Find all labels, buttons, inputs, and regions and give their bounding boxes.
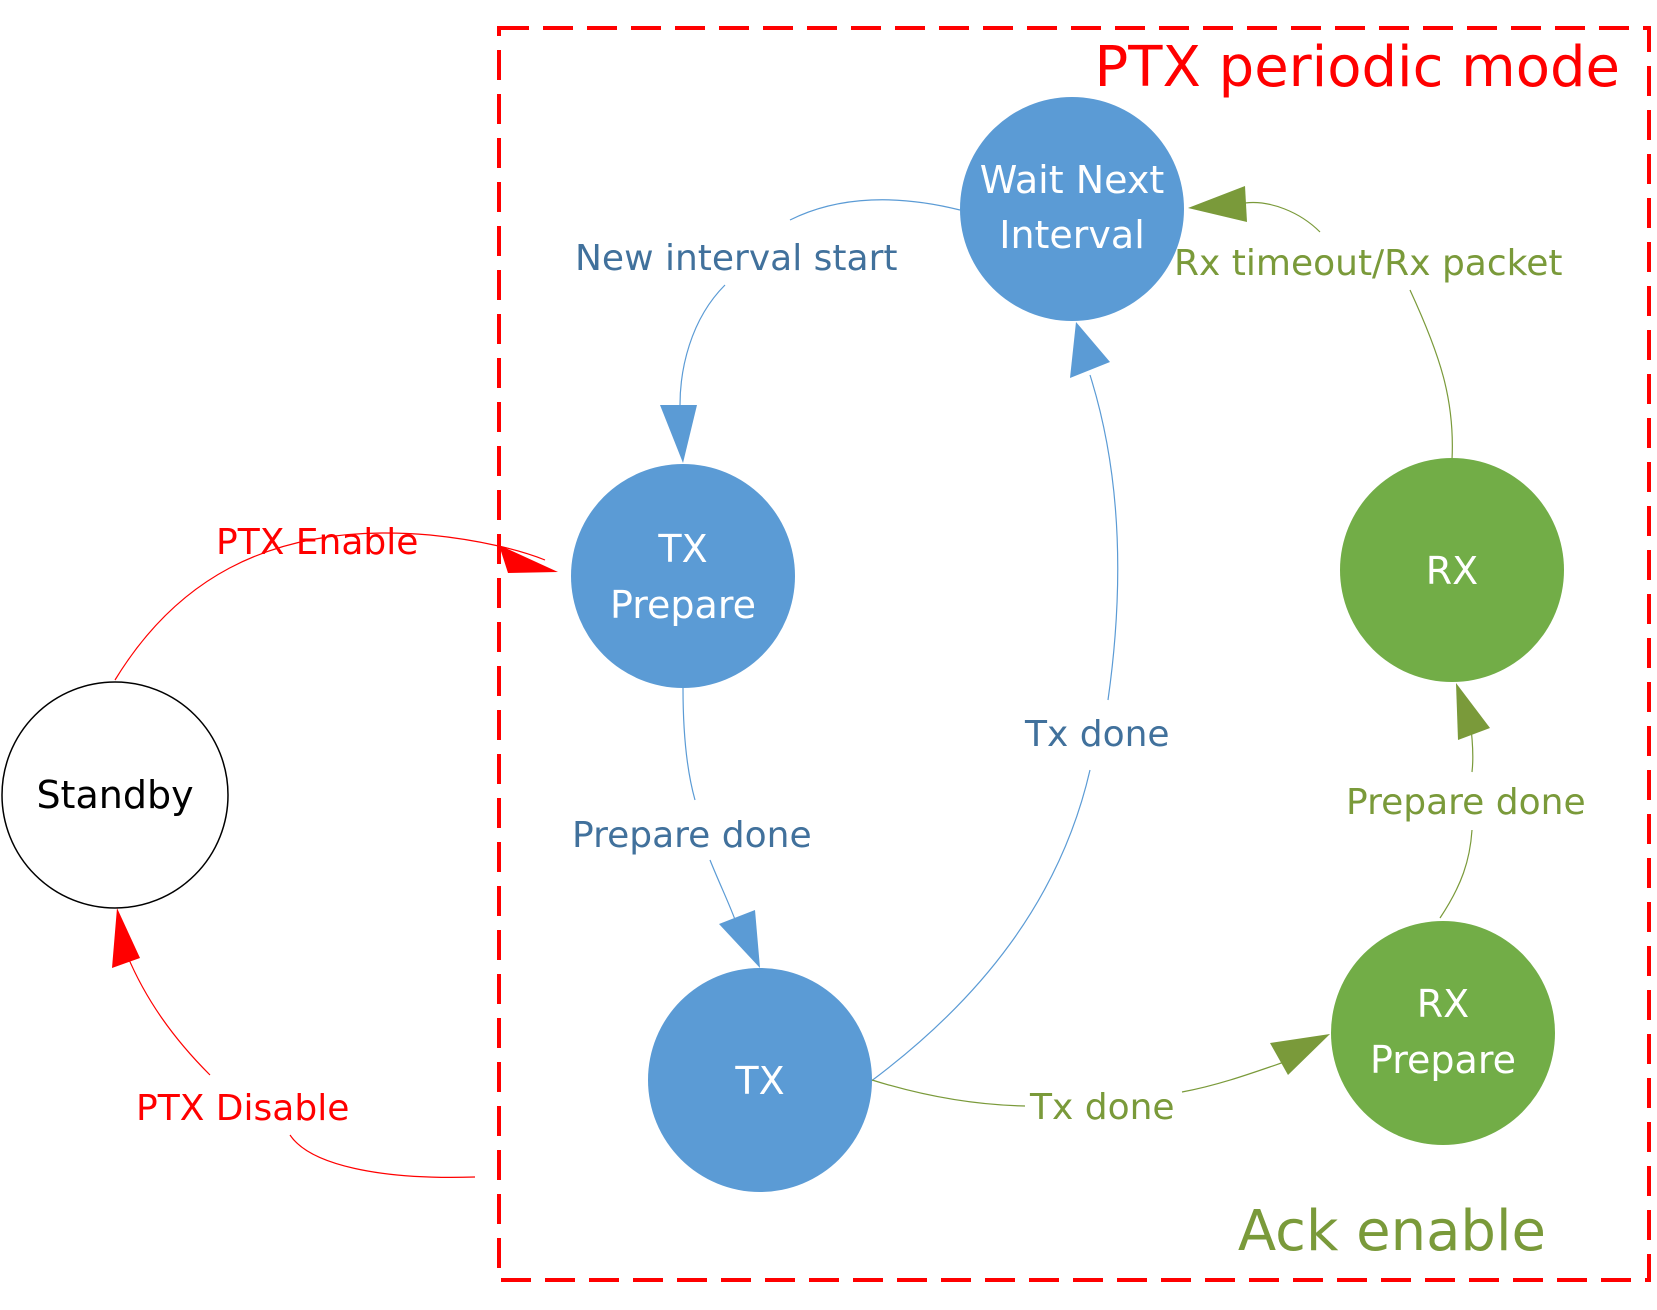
edge-prepare-done-rx: Prepare done: [1346, 683, 1586, 919]
arrow-head: [499, 545, 558, 573]
node-label-line2: Prepare: [610, 583, 756, 627]
node-label: TX: [734, 1059, 784, 1103]
node-label-line1: Wait Next: [980, 158, 1165, 202]
node-wait-next-interval[interactable]: Wait Next Interval: [960, 97, 1184, 321]
node-tx[interactable]: TX: [648, 968, 872, 1192]
edge-rx-timeout: Rx timeout/Rx packet: [1174, 186, 1562, 461]
edge-label-tx-done-rx: Tx done: [1029, 1087, 1175, 1128]
edge-ptx-enable: PTX Enable: [114, 522, 558, 681]
edge-prepare-done-tx: Prepare done: [572, 687, 812, 968]
arrow-head: [1070, 322, 1110, 378]
edge-new-interval-start: New interval start: [575, 199, 961, 463]
edge-ptx-disable: PTX Disable: [112, 908, 476, 1178]
arrow-head: [719, 910, 760, 968]
edge-label-prepare-done-tx: Prepare done: [572, 815, 812, 856]
edge-tx-done-rx: Tx done: [871, 1034, 1330, 1128]
edge-label-ptx-enable: PTX Enable: [216, 522, 418, 563]
ptx-periodic-mode-frame: [497, 26, 1651, 1282]
node-label-line2: Interval: [999, 213, 1145, 257]
arrow-head: [112, 908, 140, 968]
edge-tx-done-wait: Tx done: [869, 322, 1170, 1083]
arrow-head: [1188, 186, 1247, 222]
arrow-head: [1456, 683, 1490, 740]
node-label: RX: [1426, 549, 1478, 593]
node-label-line2: Prepare: [1370, 1038, 1516, 1082]
edge-label-ptx-disable: PTX Disable: [136, 1088, 349, 1129]
node-tx-prepare[interactable]: TX Prepare: [571, 464, 795, 688]
frame-subtitle: Ack enable: [1238, 1199, 1546, 1264]
arrow-head: [1270, 1034, 1330, 1075]
node-standby[interactable]: Standby: [1, 681, 229, 909]
frame-title: PTX periodic mode: [1095, 35, 1621, 100]
edge-label-tx-done-wait: Tx done: [1024, 714, 1170, 755]
edge-label-prepare-done-rx: Prepare done: [1346, 782, 1586, 823]
node-label: Standby: [36, 773, 193, 817]
node-rx[interactable]: RX: [1340, 458, 1564, 682]
node-rx-prepare[interactable]: RX Prepare: [1331, 921, 1555, 1145]
edge-label-rx-timeout: Rx timeout/Rx packet: [1174, 243, 1562, 284]
arrow-head: [660, 405, 697, 463]
edge-label-new-interval-start: New interval start: [575, 238, 898, 279]
node-label-line1: TX: [657, 527, 707, 571]
node-label-line1: RX: [1417, 982, 1469, 1026]
